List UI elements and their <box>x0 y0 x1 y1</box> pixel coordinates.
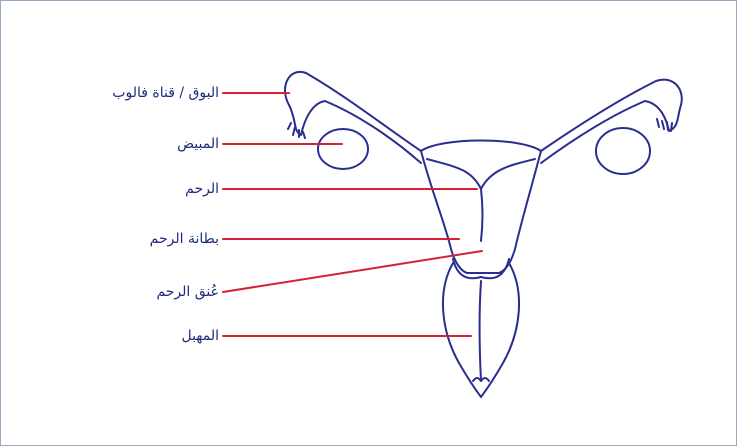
leader-cervix <box>223 251 482 292</box>
uterus-outer <box>421 141 541 274</box>
uterine-cavity <box>427 159 535 241</box>
right-fallopian-tube <box>541 80 682 163</box>
left-fallopian-tube <box>285 72 421 163</box>
right-ovary <box>596 128 650 174</box>
right-fimbriae <box>657 119 672 131</box>
left-ovary <box>318 129 368 169</box>
vaginal-canal <box>480 281 482 381</box>
